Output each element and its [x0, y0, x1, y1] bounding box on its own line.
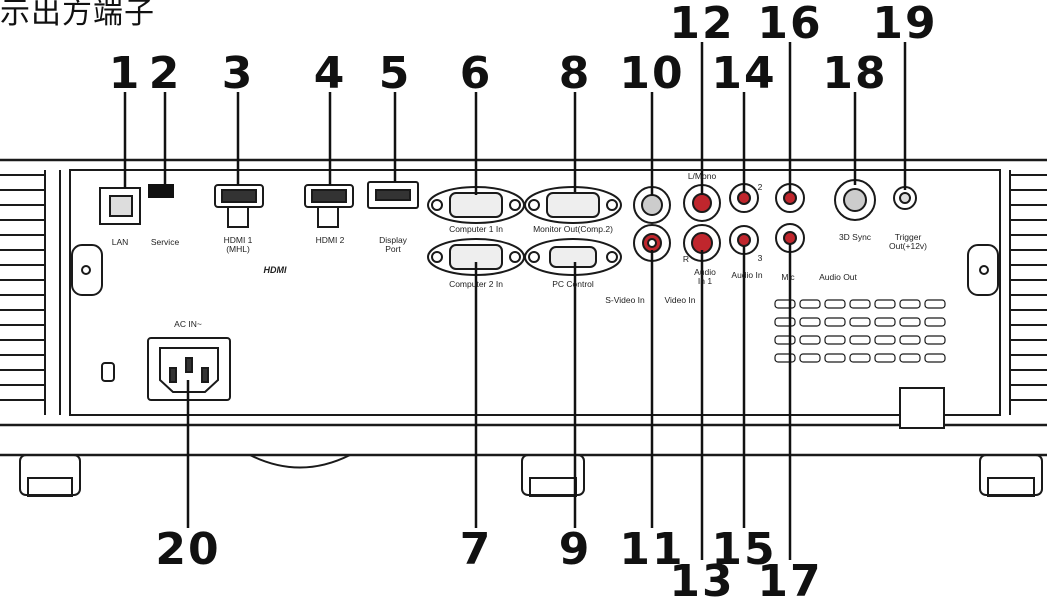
- mic-port: [775, 223, 805, 253]
- latch: [899, 387, 945, 429]
- label-monitor-out: Monitor Out(Comp.2): [533, 224, 613, 234]
- label-audio-out: Audio Out: [819, 272, 857, 282]
- callout-16: 16: [757, 0, 823, 49]
- rear-panel: [69, 169, 1001, 416]
- computer1-port: [427, 186, 525, 224]
- audio-in-2-port: [729, 183, 759, 213]
- callout-10: 10: [619, 48, 685, 99]
- callout-9: 9: [558, 524, 592, 575]
- svideo-port: [633, 186, 671, 224]
- vent-grille: [774, 299, 946, 363]
- service-port: [148, 184, 174, 198]
- label-service: Service: [150, 237, 180, 247]
- label-video: Video In: [664, 295, 696, 305]
- label-pc-control: PC Control: [552, 279, 594, 289]
- label-lan: LAN: [111, 237, 129, 247]
- trigger-port: [893, 186, 917, 210]
- left-vent: [0, 170, 61, 415]
- pc-control-port: [524, 238, 622, 276]
- label-trigger: Trigger Out(+12v): [888, 232, 928, 252]
- callout-6: 6: [459, 48, 493, 99]
- label-display-port: Display Port: [379, 235, 407, 255]
- label-audio-in1: Audio In 1: [694, 267, 716, 287]
- label-audio-2: 2: [757, 182, 763, 192]
- label-hdmi1: HDMI 1 (MHL): [223, 235, 253, 255]
- callout-13: 13: [669, 556, 735, 607]
- label-computer2: Computer 2 In: [449, 279, 503, 289]
- callout-11: 11: [619, 524, 685, 575]
- computer2-port: [427, 238, 525, 276]
- leader-lines: [123, 42, 907, 560]
- display-port: [367, 181, 419, 209]
- callout-5: 5: [378, 48, 412, 99]
- label-computer1: Computer 1 In: [449, 224, 503, 234]
- callout-17: 17: [757, 556, 823, 607]
- label-svideo: S-Video In: [605, 295, 645, 305]
- side-mounts: [71, 244, 999, 296]
- label-audio-3: 3: [757, 253, 763, 263]
- feet: [19, 454, 1043, 497]
- hdmi2-port: [304, 184, 354, 228]
- label-hdmi2: HDMI 2: [315, 235, 345, 245]
- sync3d-port: [834, 179, 876, 221]
- label-ac-in: AC IN~: [174, 319, 202, 329]
- callout-8: 8: [558, 48, 592, 99]
- kensington-slot: [101, 362, 115, 382]
- callout-19: 19: [872, 0, 938, 49]
- label-mic: Mic: [781, 272, 795, 282]
- hdmi-logo: HDMI: [263, 265, 287, 275]
- monitor-out-port: [524, 186, 622, 224]
- hdmi1-port: [214, 184, 264, 228]
- callout-3: 3: [221, 48, 255, 99]
- callout-12: 12: [669, 0, 735, 49]
- label-audio-r: R: [682, 254, 690, 264]
- callout-7: 7: [459, 524, 493, 575]
- callout-4: 4: [313, 48, 347, 99]
- callout-15: 15: [711, 524, 777, 575]
- callout-2: 2: [148, 48, 182, 99]
- label-audio-l: L/Mono: [687, 171, 717, 181]
- callout-14: 14: [711, 48, 777, 99]
- lan-port: [99, 187, 141, 225]
- callout-20: 20: [155, 524, 221, 575]
- label-audio-in: Audio In: [731, 270, 763, 280]
- right-vent: [1009, 170, 1047, 415]
- callout-18: 18: [822, 48, 888, 99]
- ac-inlet: [147, 337, 231, 401]
- audio-in-3-port: [729, 225, 759, 255]
- callout-1: 1: [108, 48, 142, 99]
- label-3d-sync: 3D Sync: [838, 232, 872, 242]
- title-fragment: 示出方端子: [0, 0, 155, 31]
- projector-body: [0, 158, 1047, 457]
